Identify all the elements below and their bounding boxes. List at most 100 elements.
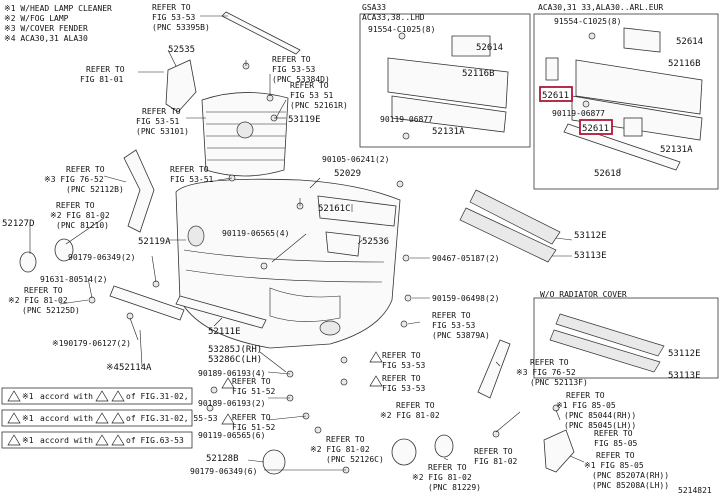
ref-85-05-a[interactable]: REFER TO※1 FIG 85-05(PNC 85044(RH))(PNC …: [556, 391, 636, 430]
inset-left-labels: 91554-C1025(8) 52614 52116B 90119-06877 …: [368, 25, 503, 137]
part-90189-06193-2[interactable]: 90189-06193(2): [198, 399, 265, 408]
grille-53113-a: [459, 207, 557, 263]
inset-r-pad: [545, 57, 559, 81]
part-90119-06565-6[interactable]: 90119-06565(6): [198, 431, 265, 440]
ref-85-05-c[interactable]: REFER TO※1 FIG 85-05(PNC 85207A(RH))(PNC…: [584, 451, 669, 490]
ref-81-02-126[interactable]: REFER TO※2 FIG 81-02(PNC 52126C): [310, 435, 384, 464]
part-52029[interactable]: 52029: [334, 169, 361, 179]
lower-grille-shape: [175, 295, 267, 329]
ref-76-52[interactable]: REFER TO※3 FIG 76-52(PNC 52112B): [44, 165, 124, 194]
r-52116B[interactable]: 52116B: [668, 59, 701, 69]
part-91631-80514-2[interactable]: 91631-80514(2): [40, 275, 107, 284]
highlight-box-52611-a[interactable]: [539, 86, 573, 102]
bracket-52535-shape: [165, 59, 197, 113]
l-90119[interactable]: 90119-06877: [380, 115, 433, 124]
r-90119[interactable]: 90119-06877: [552, 109, 605, 118]
l-52131A[interactable]: 52131A: [432, 127, 465, 137]
fog-bezel-left: [19, 251, 37, 273]
warning-icon: [221, 413, 235, 425]
legend-item-4: ※4 ACA30,31 ALA30: [4, 34, 88, 43]
part-90179-06349-2[interactable]: 90179-06349(2): [68, 253, 135, 262]
lower-strip-shape: [109, 285, 185, 321]
inset-l-reinforcement: [391, 95, 507, 133]
part-90189-06193-4[interactable]: 90189-06193(4): [198, 369, 265, 378]
fog-cover-left: [54, 238, 74, 262]
ref-81-02-mid[interactable]: REFER TO※2 FIG 81-02: [380, 401, 440, 420]
part-53113E-a[interactable]: 53113E: [574, 251, 607, 261]
l-52614[interactable]: 52614: [476, 43, 503, 53]
part-53119E[interactable]: 53119E: [288, 115, 321, 125]
note-3-post: of FIG.63-53: [126, 436, 184, 445]
r-52611-a[interactable]: 52611: [542, 91, 569, 101]
part-52536[interactable]: 52536: [362, 237, 389, 247]
ref-81-02-210[interactable]: REFER TO※2 FIG 81-02(PNC 81210): [50, 201, 110, 230]
part-90159-06498-2[interactable]: 90159-06498(2): [432, 294, 499, 303]
note-1-pre: ※1: [22, 392, 34, 401]
part-52119A[interactable]: 52119A: [138, 237, 171, 247]
part-52114A[interactable]: ※452114A: [106, 363, 152, 373]
ref-81-02-229[interactable]: REFER TO※2 FIG 81-02(PNC 81229): [412, 463, 481, 492]
part-52535[interactable]: 52535: [168, 45, 195, 55]
l-52116B[interactable]: 52116B: [462, 69, 495, 79]
part-52111E[interactable]: 52111E: [208, 327, 241, 337]
diagram-id: 5214821: [678, 486, 712, 495]
ref-76-52-113[interactable]: REFER TO※3 FIG 76-52(PNC 52113F): [516, 358, 588, 387]
note-3-pre: ※1: [22, 436, 34, 445]
r-52131A[interactable]: 52131A: [660, 145, 693, 155]
top-trim-strip: [221, 11, 301, 55]
legend-item-1: ※1 W/HEAD LAMP CLEANER: [4, 4, 112, 13]
bracket-52536-shape: [325, 231, 361, 257]
part-53112E-b[interactable]: 53112E: [668, 349, 701, 359]
leader-lines: [29, 15, 621, 471]
warning-icon: [369, 351, 383, 363]
inset-box-left: [359, 13, 531, 148]
fog-lamp-right: [391, 438, 417, 466]
note-1-post: of FIG.31-02,: [126, 392, 189, 401]
part-53286C[interactable]: 53286C(LH): [208, 355, 262, 365]
r-52614[interactable]: 52614: [676, 37, 703, 47]
part-52128B[interactable]: 52128B: [206, 454, 239, 464]
inset-l-absorber: [387, 57, 509, 109]
fasteners: [88, 32, 596, 474]
r-52611-b[interactable]: 52611: [582, 124, 609, 134]
inset-r-bracket: [623, 27, 661, 53]
inset-r-strip: [563, 123, 681, 171]
part-90179-06349-6[interactable]: 90179-06349(6): [190, 467, 257, 476]
part-53113E-b[interactable]: 53113E: [668, 371, 701, 381]
inset-radiator-title: W/O RADIATOR COVER: [540, 290, 627, 299]
part-52127D[interactable]: 52127D: [2, 219, 35, 229]
grille-53113-b: [549, 329, 661, 373]
note-2-pre: ※1: [22, 414, 34, 423]
part-90105-06241-2[interactable]: 90105-06241(2): [322, 155, 389, 164]
grille-53112-a: [469, 189, 561, 245]
highlight-box-52611-b[interactable]: [579, 119, 613, 135]
inset-r-pad-2: [623, 117, 643, 137]
l-91554[interactable]: 91554-C1025(8): [368, 25, 435, 34]
legend-item-3: ※3 W/COVER FENDER: [4, 24, 88, 33]
r-91554[interactable]: 91554-C1025(8): [554, 17, 621, 26]
part-90467-05187-2[interactable]: 90467-05187(2): [432, 254, 499, 263]
part-53112E-a[interactable]: 53112E: [574, 231, 607, 241]
inset-l-bracket: [451, 35, 491, 57]
part-90179-06127-2[interactable]: ※190179-06127(2): [52, 339, 131, 348]
part-52161C[interactable]: 52161C: [318, 204, 351, 214]
r-52618[interactable]: 52618: [594, 169, 621, 179]
part-53285J[interactable]: 53285J(RH): [208, 345, 262, 355]
fog-bezel-right: [434, 434, 454, 458]
ref-81-02-125[interactable]: REFER TO※2 FIG 81-02(PNC 52125D): [8, 286, 80, 315]
part-90119-06565-4[interactable]: 90119-06565(4): [222, 229, 289, 238]
